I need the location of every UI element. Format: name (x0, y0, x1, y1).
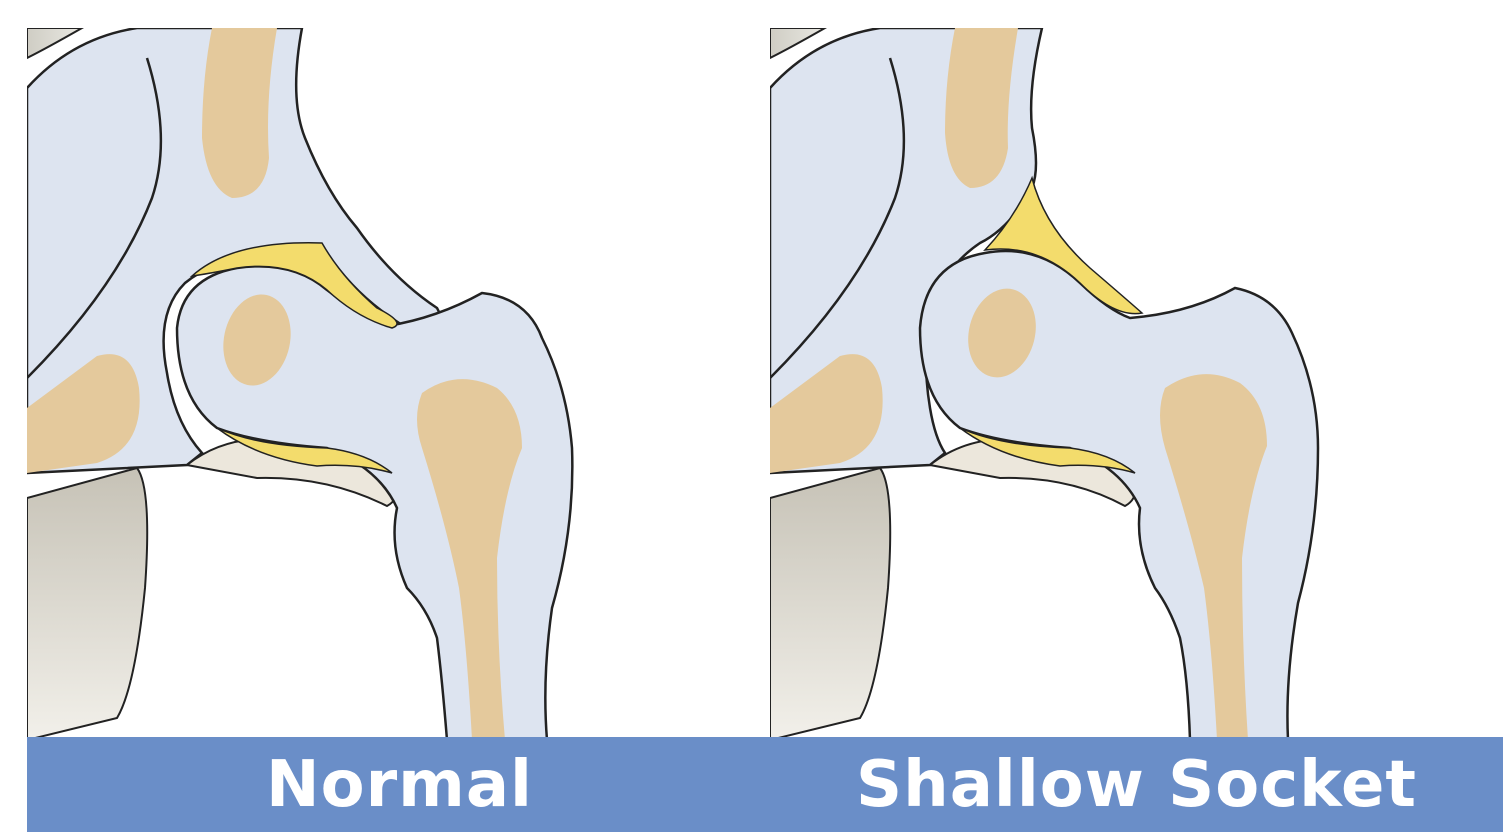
normal-hip-svg (27, 28, 772, 740)
shallow-socket-label-bar: Shallow Socket (770, 737, 1503, 832)
shallow-socket-hip-illustration (770, 28, 1503, 740)
shallow-socket-hip-svg (770, 28, 1503, 740)
soft-tissue (770, 468, 890, 740)
normal-label-bar: Normal (27, 737, 772, 832)
normal-label: Normal (266, 753, 533, 817)
shallow-socket-label: Shallow Socket (856, 753, 1417, 817)
normal-hip-illustration (27, 28, 772, 740)
soft-tissue (27, 468, 147, 740)
ilium-marrow (202, 28, 277, 198)
